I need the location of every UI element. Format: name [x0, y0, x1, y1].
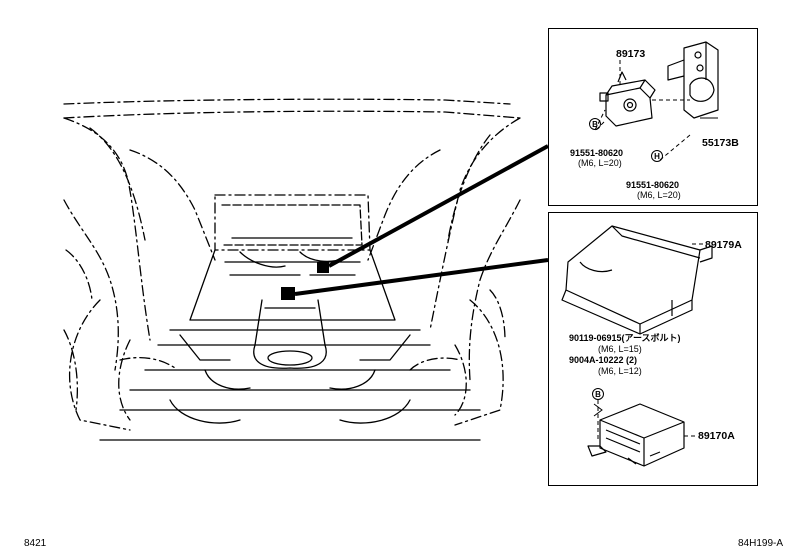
airbag-ecu-drawing: [587, 403, 685, 467]
footer-illustration-id: 84H199-A: [738, 538, 784, 549]
front-airbag-sensor-drawing: [599, 71, 656, 127]
bolt-marker-b-icon: B: [589, 118, 601, 130]
part-number-89179a[interactable]: 89179A: [705, 239, 742, 251]
part-number-89173[interactable]: 89173: [616, 48, 646, 60]
bolt-spec-m6-l15: (M6, L=15): [598, 344, 642, 354]
part-number-89170a[interactable]: 89170A: [698, 430, 735, 442]
sensor-detail-box: [548, 28, 758, 206]
bolt-spec-m6-l12: (M6, L=12): [598, 366, 642, 376]
ecu-detail-box: [548, 212, 758, 486]
footer-figure-code: 8421: [24, 538, 47, 549]
bolt-number-91551-80620-left[interactable]: 91551-80620: [570, 148, 624, 158]
bolt-spec-left: (M6, L=20): [578, 158, 622, 168]
bolt-number-90119-06915[interactable]: 90119-06915(アースボルト): [569, 333, 681, 343]
bolt-spec-right: (M6, L=20): [637, 190, 681, 200]
bolt-marker-b-icon-lower: B: [592, 388, 604, 400]
leader-line-ecu: [294, 258, 549, 296]
bolt-marker-h-icon: H: [651, 150, 663, 162]
ecu-location-marker: [281, 287, 295, 300]
bolt-number-9004a-10222[interactable]: 9004A-10222 (2): [569, 355, 638, 365]
bolt-number-91551-80620-right[interactable]: 91551-80620: [626, 180, 680, 190]
sensor-location-marker: [317, 262, 329, 273]
sensor-bracket-drawing: [667, 41, 719, 119]
ecu-cover-drawing: [561, 225, 713, 335]
part-number-55173b[interactable]: 55173B: [702, 137, 739, 149]
leader-line-sensor: [328, 144, 549, 268]
